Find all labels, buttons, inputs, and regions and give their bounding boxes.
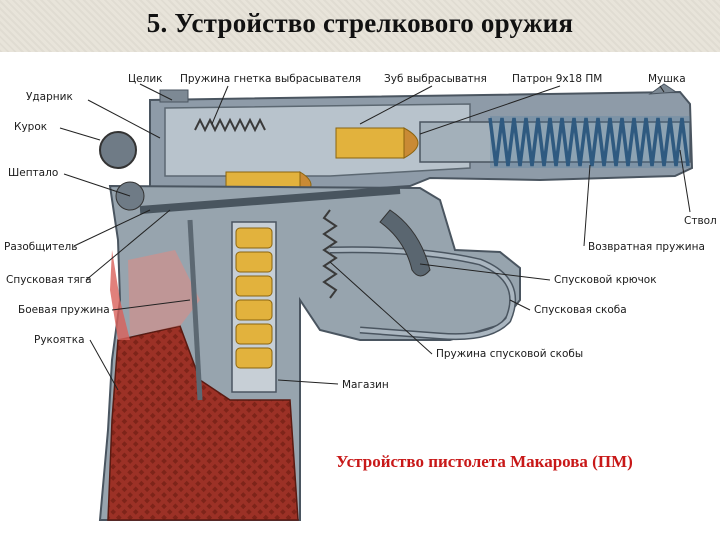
label-stvol: Ствол — [684, 215, 717, 227]
label-spuskovaya-tyaga: Спусковая тяга — [6, 274, 92, 286]
label-patron: Патрон 9х18 ПМ — [512, 73, 602, 85]
label-razobshchitel: Разобщитель — [4, 241, 77, 253]
hammer — [100, 132, 136, 168]
label-spuskovoy-kryuchok: Спусковой крючок — [554, 274, 657, 286]
label-mushka: Мушка — [648, 73, 686, 85]
label-pruzhina-spuskovoy-skoby: Пружина спусковой скобы — [436, 348, 583, 360]
label-boevaya-pruzhina: Боевая пружина — [18, 304, 110, 316]
label-udarnik: Ударник — [26, 91, 73, 103]
label-magazin: Магазин — [342, 379, 389, 391]
label-sheptalo: Шептало — [8, 167, 58, 179]
label-vozvratnaya-pruzhina: Возвратная пружина — [588, 241, 705, 253]
diagram-caption: Устройство пистолета Макарова (ПМ) — [336, 452, 633, 472]
label-spuskovaya-skoba: Спусковая скоба — [534, 304, 627, 316]
label-kurok: Курок — [14, 121, 47, 133]
label-pruzhina-vybrasyvatelya: Пружина гнетка выбрасывателя — [180, 73, 361, 85]
page-title: 5. Устройство стрелкового оружия — [0, 8, 720, 39]
label-tselik: Целик — [128, 73, 163, 85]
recoil-spring — [490, 116, 690, 168]
chambered-cartridge — [336, 128, 404, 158]
label-zub-vybrasyvatelya: Зуб выбрасыватня — [384, 73, 487, 85]
label-rukoyatka: Рукоятка — [34, 334, 85, 346]
front-sight — [650, 84, 676, 94]
